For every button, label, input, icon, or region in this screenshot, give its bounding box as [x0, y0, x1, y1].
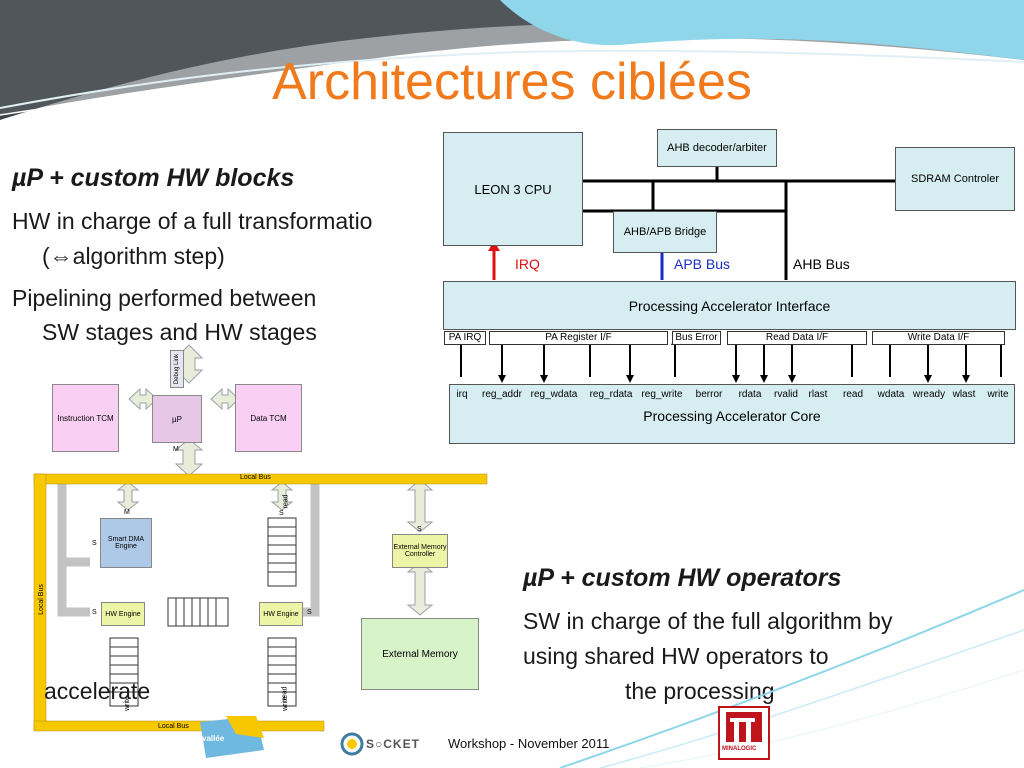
- strip-write-data: Write Data I/F: [872, 331, 1005, 345]
- ahb-apb-bridge-block: AHB/APB Bridge: [613, 211, 717, 253]
- strip-read-data: Read Data I/F: [727, 331, 867, 345]
- hw-engine-left-block: HW Engine: [101, 602, 145, 626]
- instruction-tcm-block: Instruction TCM: [52, 384, 119, 452]
- right-line1: SW in charge of the full algorithm by: [523, 608, 893, 634]
- strip-pa-register: PA Register I/F: [489, 331, 668, 345]
- signal-read: read: [842, 389, 863, 400]
- minalogic-logo-mark: [726, 712, 762, 742]
- footer-text: Workshop - November 2011: [448, 736, 610, 751]
- signal-irq: irq: [456, 389, 468, 400]
- local-bus-top-label: Local Bus: [240, 474, 271, 481]
- processing-accelerator-interface: Processing Accelerator Interface: [443, 281, 1016, 330]
- signal-reg-addr: reg_addr: [481, 389, 523, 400]
- strip-pa-irq: PA IRQ: [444, 331, 486, 345]
- signal-rdata: rdata: [738, 389, 762, 400]
- strip-bus-error: Bus Error: [672, 331, 721, 345]
- ahb-decoder-block: AHB decoder/arbiter: [657, 129, 777, 167]
- dma-master-label: M: [124, 509, 130, 516]
- signal-reg-wdata: reg_wdata: [530, 389, 578, 400]
- left-para1-line2: (⇔algorithm step): [42, 243, 225, 269]
- data-tcm-block: Data TCM: [235, 384, 302, 452]
- right-line2: using shared HW operators to: [523, 643, 829, 669]
- up-block: µP: [152, 395, 202, 443]
- sdram-controller-block: SDRAM Controler: [895, 147, 1015, 211]
- hw-engine-right-block: HW Engine: [259, 602, 303, 626]
- external-memory-controller-block: External Memory Controller: [392, 534, 448, 568]
- debug-link-label: Debug Link: [174, 353, 181, 385]
- socket-logo: S○CKET: [340, 730, 420, 758]
- left-para2-line2: SW stages and HW stages: [42, 319, 317, 345]
- hw-engine-left-slave: S: [92, 609, 97, 616]
- minalogic-logo: MINALOGIC: [718, 706, 770, 760]
- fifo-read-slave-label: S: [279, 510, 284, 517]
- socket-logo-icon: [340, 732, 364, 756]
- signal-rlast: rlast: [808, 389, 828, 400]
- irq-label: IRQ: [515, 256, 540, 272]
- signal-reg-rdata: reg_rdata: [589, 389, 633, 400]
- minalogic-logo-text: MINALOGIC: [722, 746, 757, 752]
- hw-engine-right-slave: S: [307, 609, 312, 616]
- smart-dma-engine-block: Smart DMA Engine: [100, 518, 152, 568]
- local-bus-bottom-label: Local Bus: [158, 723, 189, 730]
- up-master-label: M: [173, 446, 179, 453]
- processing-accelerator-core: Processing Accelerator Core: [449, 384, 1015, 444]
- signal-berror: berror: [695, 389, 723, 400]
- vallee-logo-graphic: [200, 716, 264, 758]
- signal-wlast: wlast: [952, 389, 976, 400]
- left-para1-line1: HW in charge of a full transformatio: [12, 208, 373, 234]
- external-memory-block: External Memory: [361, 618, 479, 690]
- slide-title: Architectures ciblées: [272, 53, 752, 111]
- vallee-logo-text: vallée: [202, 734, 225, 743]
- overflow-word-accelerate: accelerate: [44, 678, 151, 704]
- bottom-diagram-graphics: [33, 344, 488, 732]
- left-para2-line1: Pipelining performed between: [12, 285, 317, 311]
- signal-wdata: wdata: [877, 389, 905, 400]
- debug-link-box: Debug Link: [170, 350, 184, 388]
- right-heading: µP + custom HW operators: [523, 564, 842, 592]
- socket-logo-text: S○CKET: [366, 737, 420, 751]
- fifo-read-label: read: [282, 494, 290, 509]
- vallee-logo: vallée: [196, 714, 268, 760]
- ahb-bus-label: AHB Bus: [793, 256, 850, 272]
- leon-cpu-block: LEON 3 CPU: [443, 132, 583, 246]
- signal-rvalid: rvalid: [774, 389, 798, 400]
- signal-write: write: [987, 389, 1009, 400]
- dma-slave-label: S: [92, 540, 97, 547]
- apb-bus-label: APB Bus: [674, 256, 731, 272]
- signal-wready: wready: [912, 389, 946, 400]
- core-label: Processing Accelerator Core: [643, 408, 821, 424]
- footer-wave-decoration: [559, 589, 1024, 768]
- left-heading: µP + custom HW blocks: [12, 164, 295, 192]
- signal-reg-write: reg_write: [641, 389, 683, 400]
- header-wave-decoration: [0, 0, 1024, 120]
- emc-slave-label: S: [417, 526, 422, 533]
